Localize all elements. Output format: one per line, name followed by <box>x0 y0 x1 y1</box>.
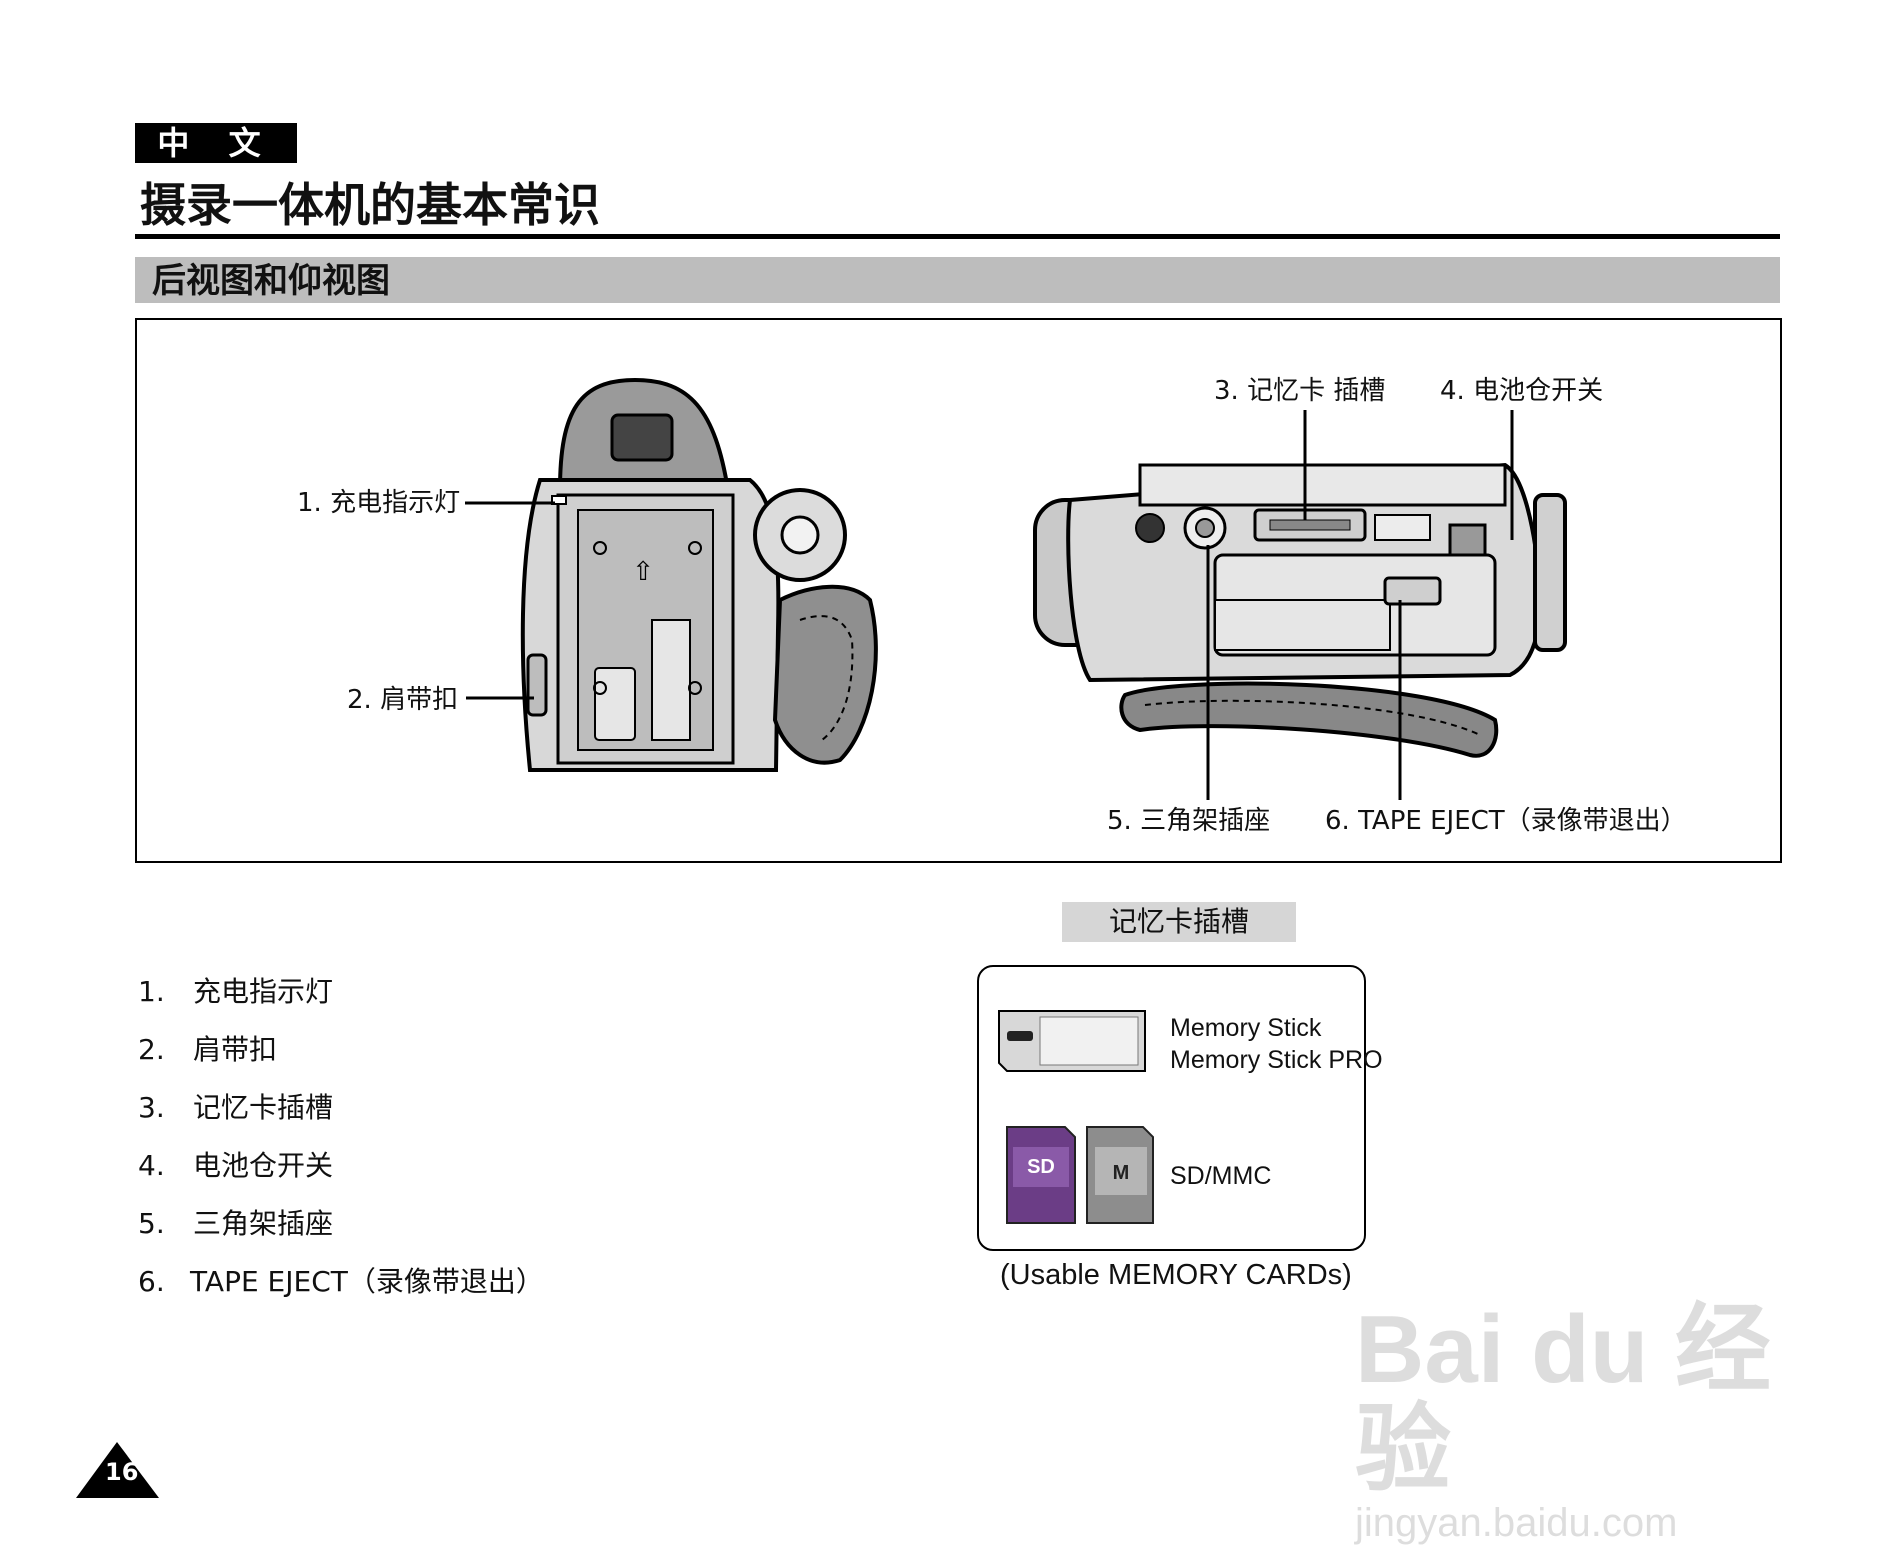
callout-tripod-socket: 5. 三角架插座 <box>1107 805 1270 837</box>
list-item-number: 5. <box>138 1207 165 1241</box>
list-item-number: 1. <box>138 975 165 1009</box>
memory-stick-label: Memory Stick <box>1170 1012 1321 1044</box>
leader-line-1 <box>465 493 555 513</box>
list-item-text: 记忆卡插槽 <box>193 1091 333 1125</box>
leader-line-3 <box>1290 410 1320 520</box>
memory-stick-pro-label: Memory Stick PRO <box>1170 1044 1383 1076</box>
svg-text:SD: SD <box>1027 1156 1055 1178</box>
leader-line-4 <box>1497 410 1527 540</box>
leader-line-5 <box>1193 545 1223 800</box>
language-tag: 中 文 <box>135 123 297 163</box>
leader-line-2 <box>466 688 534 708</box>
page-title: 摄录一体机的基本常识 <box>140 175 600 235</box>
baidu-watermark: Bai du 经验 jingyan.baidu.com <box>1355 1300 1795 1510</box>
callout-tape-eject: 6. TAPE EJECT（录像带退出） <box>1325 805 1687 837</box>
sd-mmc-label: SD/MMC <box>1170 1160 1271 1192</box>
list-item-number: 2. <box>138 1033 165 1067</box>
svg-text:M: M <box>1113 1162 1130 1184</box>
svg-text:⇧: ⇧ <box>632 557 654 587</box>
callout-charge-lamp: 1. 充电指示灯 <box>297 487 460 519</box>
memory-stick-icon <box>995 1005 1155 1075</box>
list-item-text: 充电指示灯 <box>193 975 333 1009</box>
watermark-logo-text: Bai du 经验 <box>1355 1300 1795 1500</box>
rear-view-illustration: ⇧ <box>500 370 900 790</box>
list-item-text: 肩带扣 <box>193 1033 277 1067</box>
list-item-number: 3. <box>138 1091 165 1125</box>
list-item-number: 4. <box>138 1149 165 1183</box>
callout-battery-release: 4. 电池仓开关 <box>1440 375 1603 407</box>
title-rule <box>135 234 1780 239</box>
sd-mmc-cards-icon: SD M <box>1005 1125 1160 1225</box>
callout-strap-hook: 2. 肩带扣 <box>347 684 458 716</box>
watermark-url: jingyan.baidu.com <box>1355 1500 1795 1546</box>
list-item-text: 三角架插座 <box>193 1207 333 1241</box>
list-item-text: 电池仓开关 <box>193 1149 333 1183</box>
memory-card-caption: (Usable MEMORY CARDs) <box>1000 1257 1352 1293</box>
list-item-number: 6. <box>138 1265 165 1299</box>
page-number: 16 <box>105 1458 138 1486</box>
list-item-text: TAPE EJECT（录像带退出） <box>190 1265 544 1299</box>
leader-line-6 <box>1385 600 1415 800</box>
callout-memory-card-slot: 3. 记忆卡 插槽 <box>1214 375 1385 407</box>
memory-card-header: 记忆卡插槽 <box>1062 902 1296 942</box>
section-title: 后视图和仰视图 <box>152 260 390 302</box>
